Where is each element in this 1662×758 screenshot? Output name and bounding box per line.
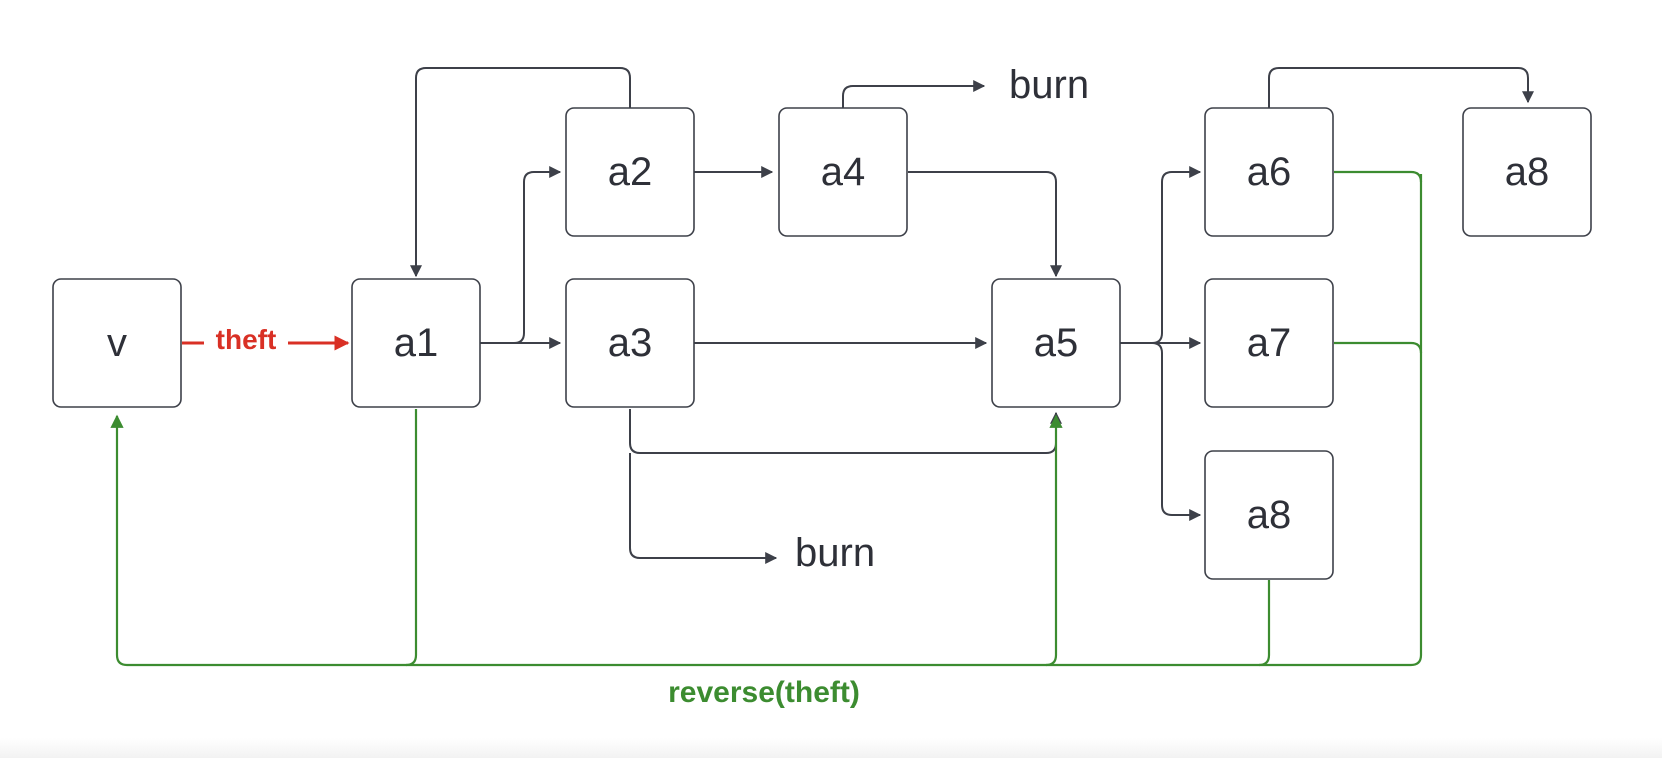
dark-edges (410, 67, 1534, 564)
node-a7-label: a7 (1247, 321, 1292, 365)
theft-edge: theft (182, 324, 350, 355)
edge-a2-to-a1 (410, 67, 631, 278)
node-a6-label: a6 (1247, 150, 1292, 194)
node-v: v (52, 278, 182, 408)
node-a5-label: a5 (1034, 321, 1079, 365)
reverse-from-a6 (1334, 170, 1423, 183)
reverse-to-a5 (1045, 414, 1063, 667)
reverse-label: reverse(theft) (668, 676, 860, 709)
burn-label-bottom: burn (795, 531, 875, 575)
node-a6: a6 (1204, 107, 1334, 237)
node-a2: a2 (565, 107, 695, 237)
bottom-shade (0, 738, 1662, 758)
reverse-from-a1 (405, 409, 418, 667)
reverse-from-a7 (1334, 341, 1423, 354)
edge-a4-to-a5 (908, 171, 1062, 278)
node-a3: a3 (565, 278, 695, 408)
node-a4: a4 (778, 107, 908, 237)
node-a8-bottom: a8 (1204, 450, 1334, 580)
edge-a1-to-a2 (480, 166, 562, 344)
node-a5: a5 (991, 278, 1121, 408)
node-a8-bottom-label: a8 (1247, 493, 1292, 537)
reverse-bus (110, 174, 1423, 667)
node-a2-label: a2 (608, 150, 653, 194)
edge-a6-to-a8-top (1268, 67, 1534, 108)
node-a1: a1 (351, 278, 481, 408)
edge-a5-to-a6 (1120, 166, 1202, 344)
node-a3-label: a3 (608, 321, 653, 365)
reverse-from-a8 (1258, 580, 1271, 667)
edge-a4-to-burn (842, 80, 986, 108)
reverse-edges: reverse(theft) (110, 170, 1423, 709)
theft-label: theft (216, 324, 277, 355)
node-a4-label: a4 (821, 150, 866, 194)
node-a1-label: a1 (394, 321, 439, 365)
node-a8-top-label: a8 (1505, 150, 1550, 194)
edge-a5-to-a8-bottom (1151, 342, 1202, 521)
node-a8-top: a8 (1462, 107, 1592, 237)
burn-label-top: burn (1009, 63, 1089, 107)
edge-a3-to-burn (629, 453, 778, 564)
node-v-label: v (107, 321, 127, 365)
edge-a3-to-a5-lower (629, 409, 1062, 454)
node-a7: a7 (1204, 278, 1334, 408)
